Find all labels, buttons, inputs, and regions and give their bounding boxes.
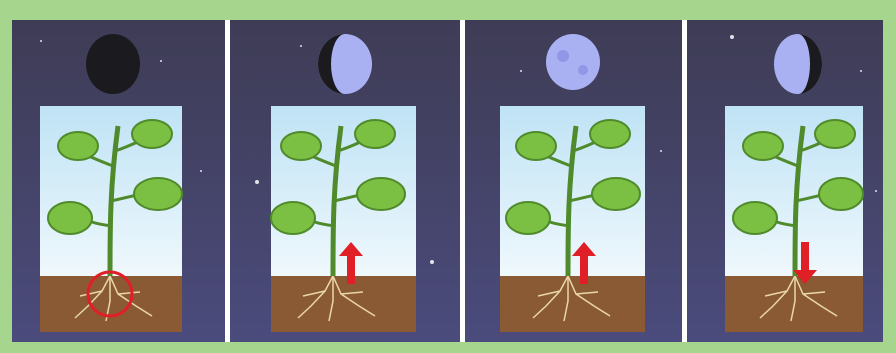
plant-scene-3 <box>500 106 645 332</box>
star-icon <box>730 35 734 39</box>
new-moon-icon <box>86 34 140 94</box>
plant-scene-2 <box>271 106 416 332</box>
star-icon <box>40 40 42 42</box>
plant-scene-1 <box>40 106 182 332</box>
star-icon <box>875 190 877 192</box>
soil <box>40 276 182 332</box>
panel-2-art <box>230 20 460 342</box>
star-icon <box>430 260 434 264</box>
panel-4-art <box>687 20 883 342</box>
waxing-gibbous-moon-icon <box>318 34 372 94</box>
full-moon-icon <box>546 34 600 90</box>
panel-new-moon <box>12 20 225 342</box>
panel-full-moon <box>465 20 682 342</box>
soil <box>271 276 416 332</box>
star-icon <box>160 60 162 62</box>
waning-gibbous-moon-icon <box>774 34 822 94</box>
star-icon <box>200 170 202 172</box>
star-icon <box>520 70 522 72</box>
panel-3-art <box>465 20 682 342</box>
star-icon <box>860 70 862 72</box>
panel-waxing-moon <box>230 20 460 342</box>
star-icon <box>255 180 259 184</box>
star-icon <box>660 150 662 152</box>
star-icon <box>300 45 302 47</box>
plant-scene-4 <box>725 106 863 332</box>
panel-waning-moon <box>687 20 883 342</box>
panel-1-art <box>12 20 225 342</box>
